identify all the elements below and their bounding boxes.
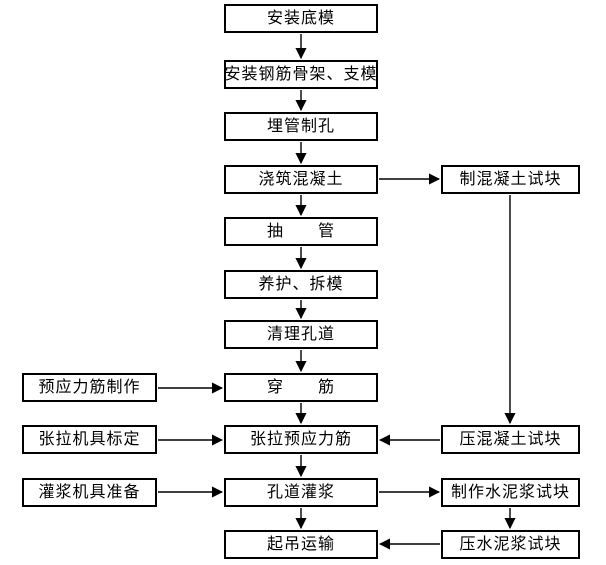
node-make-concrete-test-blocks: 制混凝土试块 (441, 165, 580, 194)
node-press-cement-grout-test-blocks: 压水泥浆试块 (441, 530, 580, 559)
node-thread-tendons: 穿 筋 (224, 373, 378, 402)
node-tensioning-equipment-calibration: 张拉机具标定 (22, 425, 157, 454)
node-install-bottom-formwork: 安装底模 (224, 4, 378, 33)
node-press-concrete-test-blocks: 压混凝土试块 (441, 425, 580, 454)
node-install-rebar-cage-formwork: 安装钢筋骨架、支模 (224, 60, 378, 89)
node-make-cement-grout-test-blocks: 制作水泥浆试块 (441, 478, 580, 507)
node-lift-transport: 起吊运输 (224, 530, 378, 559)
node-prestressed-tendon-fabrication: 预应力筋制作 (22, 373, 157, 402)
node-embed-pipe-form-holes: 埋管制孔 (224, 112, 378, 141)
node-pour-concrete: 浇筑混凝土 (224, 165, 378, 194)
node-duct-grouting: 孔道灌浆 (224, 478, 378, 507)
node-grouting-equipment-preparation: 灌浆机具准备 (22, 478, 157, 507)
node-extract-pipe: 抽 管 (224, 217, 378, 246)
node-clean-ducts: 清理孔道 (224, 320, 378, 349)
node-curing-formwork-removal: 养护、拆模 (224, 270, 378, 299)
node-tension-prestressed-tendons: 张拉预应力筋 (224, 425, 378, 454)
